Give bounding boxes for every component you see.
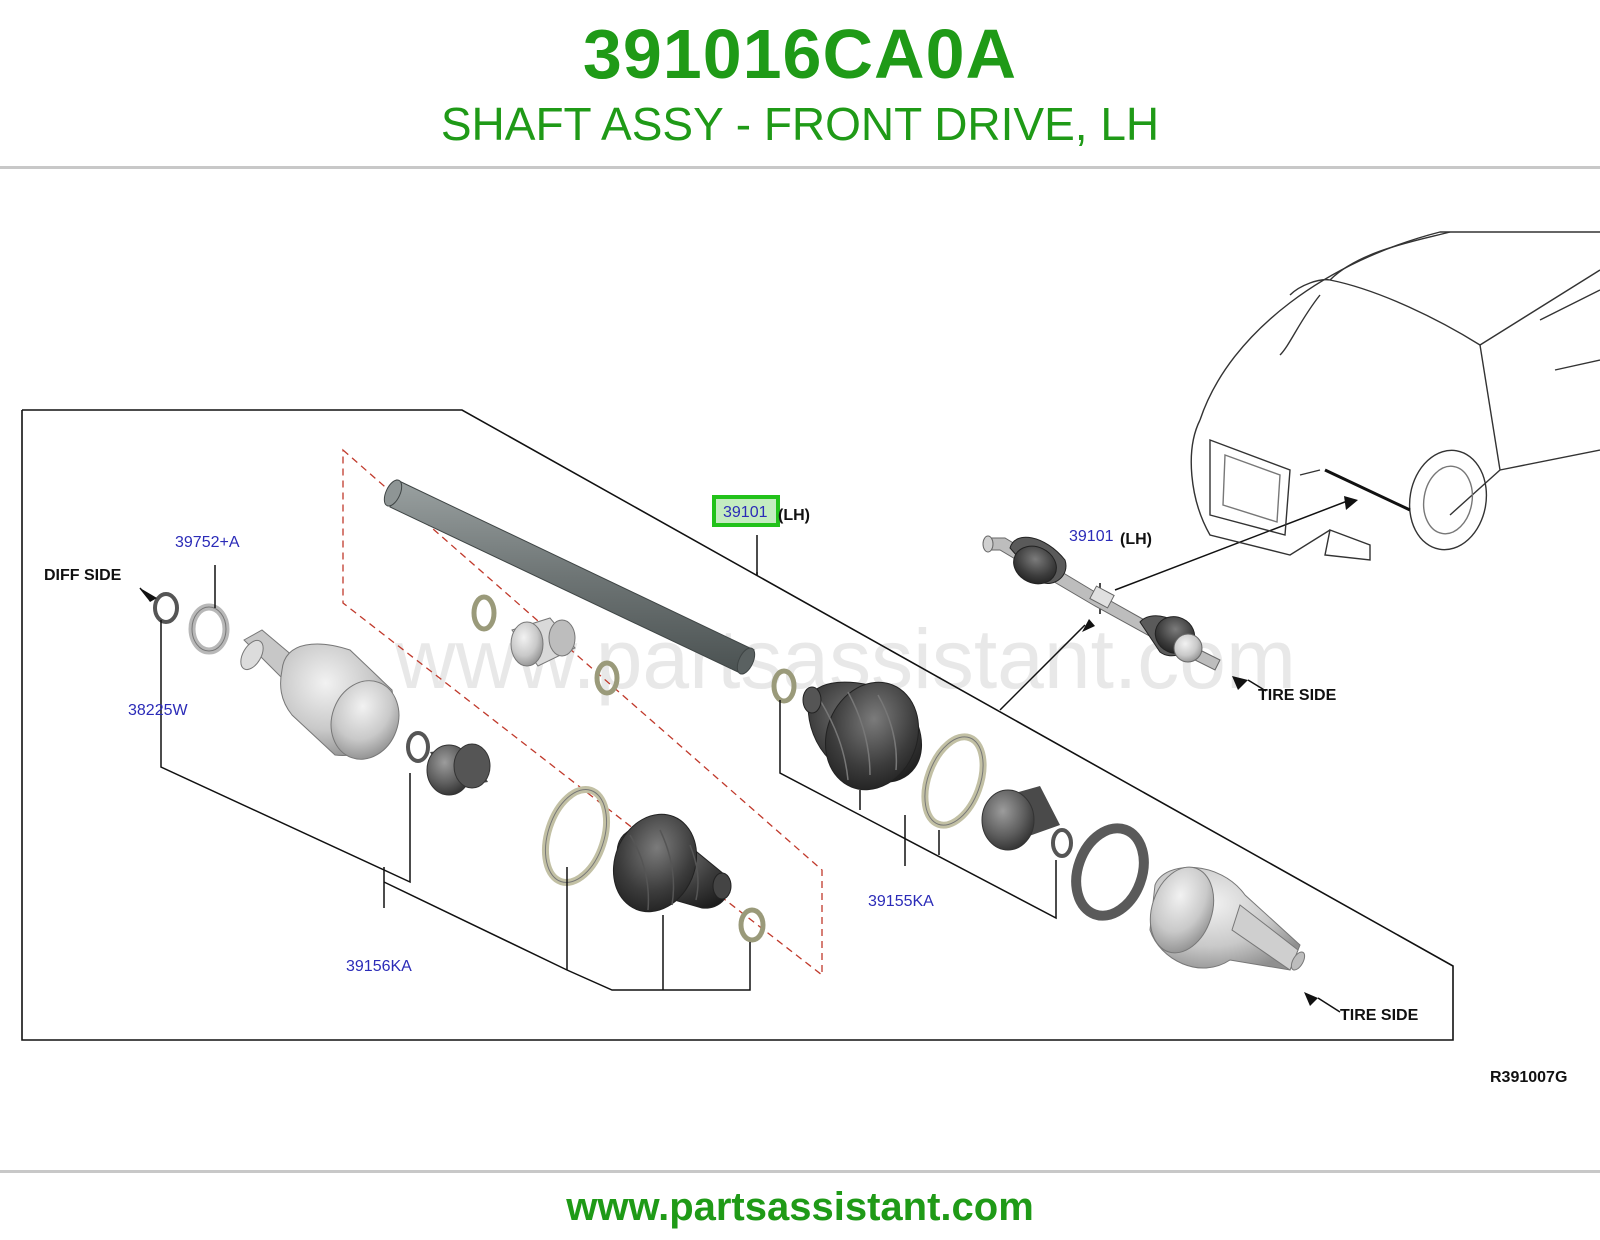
snap-ring-38225 [153,592,179,624]
parts-diagram: www.partsassistant.com [21,231,1600,1086]
highlight-box-39101 [712,495,780,527]
kit-clamp [738,907,766,943]
callout-39752[interactable]: 39752+A [175,534,240,551]
kit-outline-dashed [342,448,823,977]
callout-39155[interactable]: 39155KA [868,893,934,910]
label-tire-side-detail: TIRE SIDE [1258,687,1337,704]
kit-ring-small-1 [471,594,497,632]
page-header: 391016CA0A SHAFT ASSY - FRONT DRIVE, LH [0,0,1600,168]
dust-seal [1071,823,1149,921]
small-ring [406,731,430,763]
outer-bearing [981,786,1060,851]
assembly-outline [21,409,1454,1041]
callout-39156[interactable]: 39156KA [346,958,412,975]
label-tire-side-main: TIRE SIDE [1340,1007,1419,1024]
footer-website-link[interactable]: www.partsassistant.com [566,1185,1034,1229]
header-divider [0,166,1600,169]
vehicle-shaft-highlight [1324,468,1411,512]
diagram-ref-code: R391007G [1490,1069,1567,1086]
kit-ring-small-2 [594,660,620,696]
callout-39101-main[interactable]: 39101 [723,504,768,521]
callout-39101-detail-suffix: (LH) [1120,531,1152,548]
arrows [140,496,1358,1006]
callout-39101-detail[interactable]: 39101 [1069,528,1114,545]
outer-small-ring [1051,828,1073,858]
part-description: SHAFT ASSY - FRONT DRIVE, LH [440,98,1160,150]
kit-spacer [510,617,576,667]
outer-boot [802,681,923,791]
leader-lines [160,499,1351,991]
outer-joint [1149,866,1306,971]
inner-joint-housing [240,629,400,760]
part-number-title: 391016CA0A [582,15,1018,93]
footer-divider [0,1170,1600,1173]
label-diff-side: DIFF SIDE [44,567,122,584]
callout-39101-main-suffix: (LH) [778,507,810,524]
tripod-joint [426,743,491,796]
callout-38225[interactable]: 38225W [128,702,188,719]
kit-boot [612,813,732,913]
outer-ring-small [771,668,797,704]
vehicle-sketch [1190,231,1600,561]
detail-drive-shaft [982,535,1221,671]
shaft-bar [383,479,756,675]
